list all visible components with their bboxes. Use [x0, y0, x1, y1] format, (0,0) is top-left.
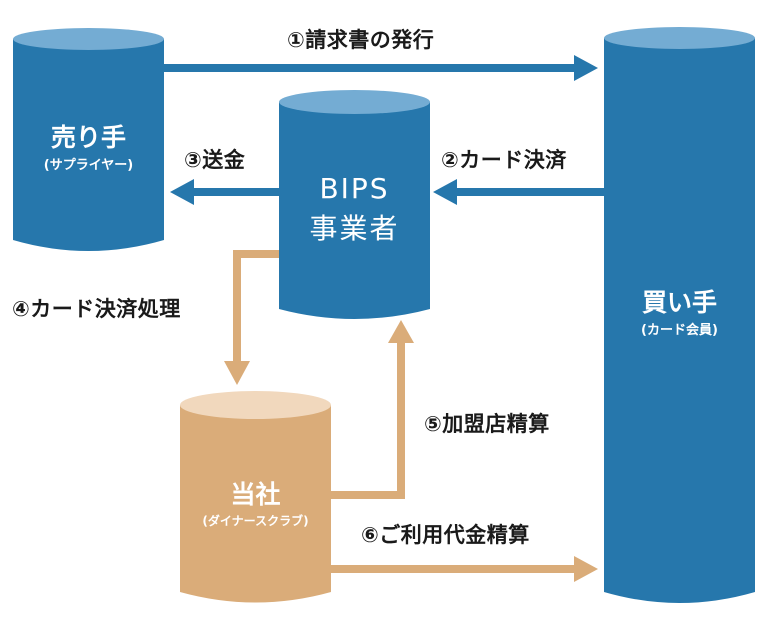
seller-title: 売り手 [50, 123, 126, 152]
buyer-cylinder [604, 27, 755, 603]
label-step3: ③送金 [184, 148, 246, 172]
arrow-step3 [170, 179, 279, 205]
buyer-title: 買い手 [641, 288, 717, 317]
label-step1: ①請求書の発行 [287, 28, 435, 52]
label-step2: ②カード決済 [441, 148, 567, 172]
label-step6: ⑥ご利用代金精算 [361, 523, 530, 547]
bips-title-line2: 事業者 [309, 212, 400, 245]
bips-title-line1: BIPS [319, 172, 390, 205]
arrow-step6 [331, 556, 598, 582]
seller-cylinder [13, 28, 164, 251]
company-cylinder [180, 391, 331, 603]
arrow-step4 [224, 250, 279, 385]
company-subtitle: (ダイナースクラブ) [202, 514, 309, 528]
arrow-step5 [331, 320, 414, 499]
seller-subtitle: (サプライヤー) [43, 158, 134, 173]
bips-cylinder [279, 90, 430, 319]
arrow-step1 [164, 55, 598, 81]
label-step5: ⑤加盟店精算 [424, 412, 550, 436]
buyer-subtitle: (カード会員) [641, 323, 718, 338]
arrow-step2 [433, 179, 604, 205]
company-title: 当社 [230, 480, 281, 509]
label-step4: ④カード決済処理 [12, 297, 181, 321]
